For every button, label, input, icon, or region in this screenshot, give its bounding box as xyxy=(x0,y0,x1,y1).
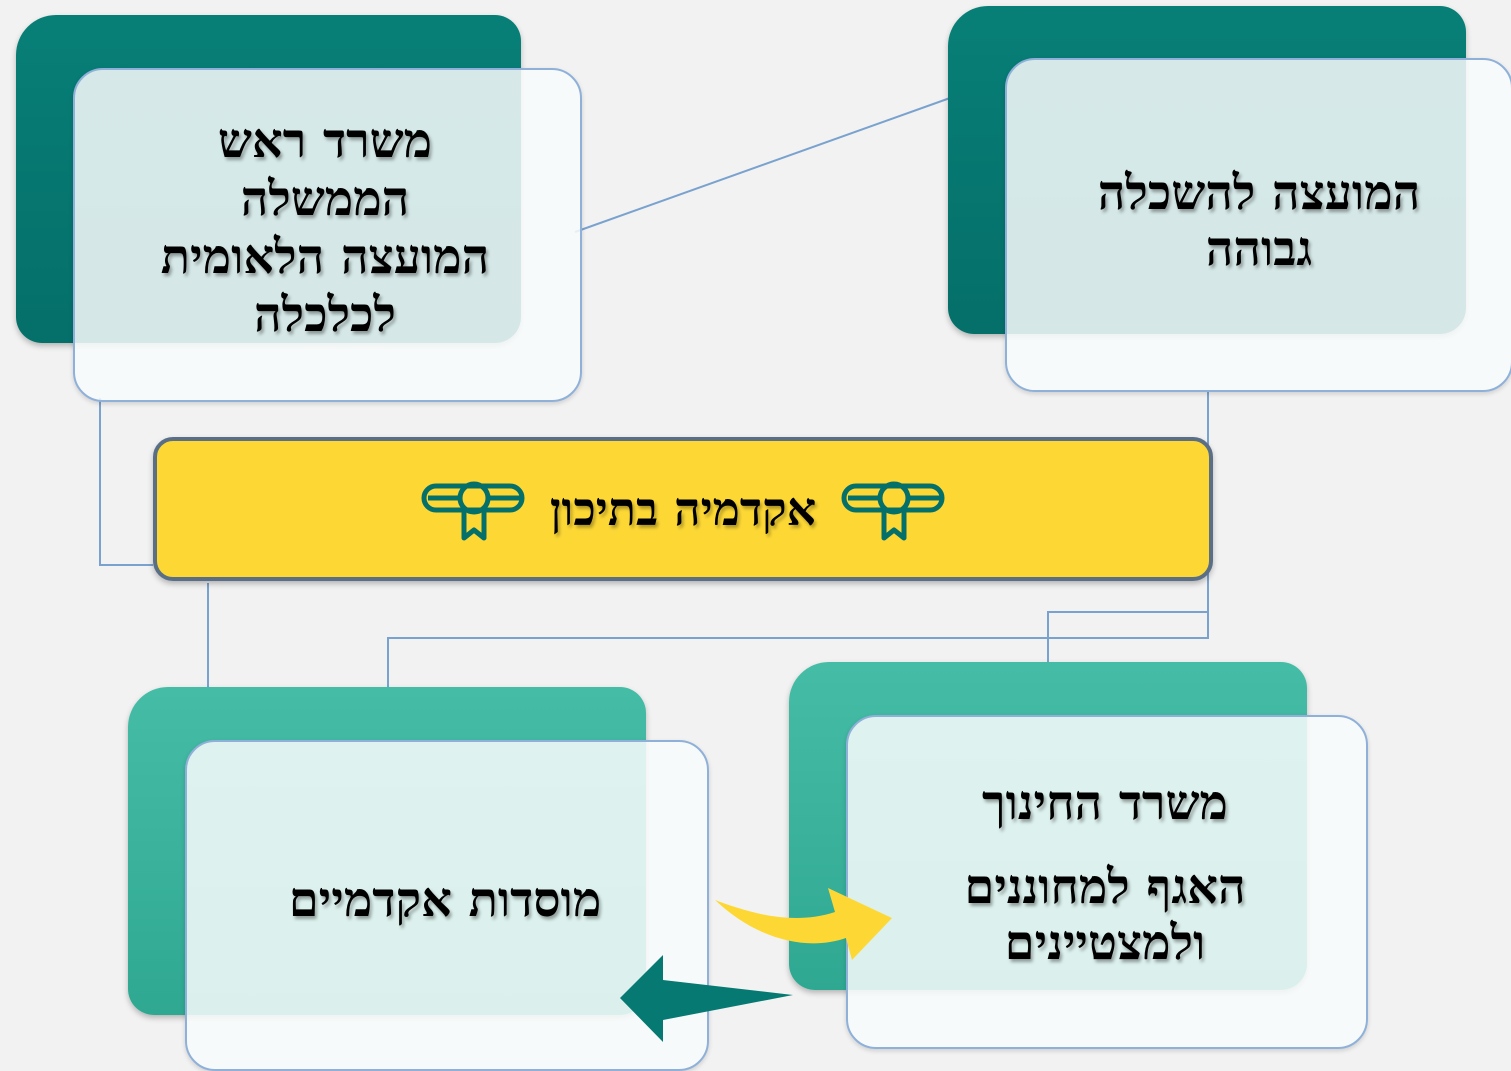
che-box-text: המועצה להשכלה גבוהה xyxy=(1015,165,1503,277)
curved-arrow-icon xyxy=(715,888,892,960)
education-line-3: ולמצטיינים xyxy=(1004,915,1206,971)
che-line-2: גבוהה xyxy=(1205,221,1313,277)
pmo-box-front xyxy=(73,68,582,402)
pmo-box-text: משרד ראש הממשלה המועצה הלאומית לכלכלה xyxy=(80,112,570,344)
institutions-box-text: מוסדות אקדמיים xyxy=(200,870,690,930)
pmo-line-1: משרד ראש xyxy=(217,113,433,169)
pmo-line-3: המועצה הלאומית xyxy=(160,229,490,285)
education-line-1: משרד החינוך xyxy=(982,775,1228,831)
che-line-1: המועצה להשכלה xyxy=(1097,165,1421,221)
che-box-front xyxy=(1005,58,1511,392)
education-box-front xyxy=(846,715,1368,1049)
institutions-line-1: מוסדות אקדמיים xyxy=(288,872,602,928)
banner-title: אקדמיה בתיכון xyxy=(549,482,817,536)
pmo-line-2: הממשלה xyxy=(240,171,410,227)
connector-pmo-banner xyxy=(99,398,153,566)
diploma-icon xyxy=(838,474,948,544)
connector-pmo-che xyxy=(574,97,951,233)
pmo-line-4: לכלכלה xyxy=(254,287,396,343)
diploma-icon xyxy=(418,474,528,544)
connector-che-education xyxy=(1047,611,1208,662)
education-box-text: משרד החינוך האגף למחוננים ולמצטיינים xyxy=(870,775,1340,971)
central-banner: אקדמיה בתיכון xyxy=(153,437,1213,581)
education-line-2: האגף למחוננים xyxy=(964,859,1246,915)
left-arrow-icon xyxy=(620,955,793,1042)
